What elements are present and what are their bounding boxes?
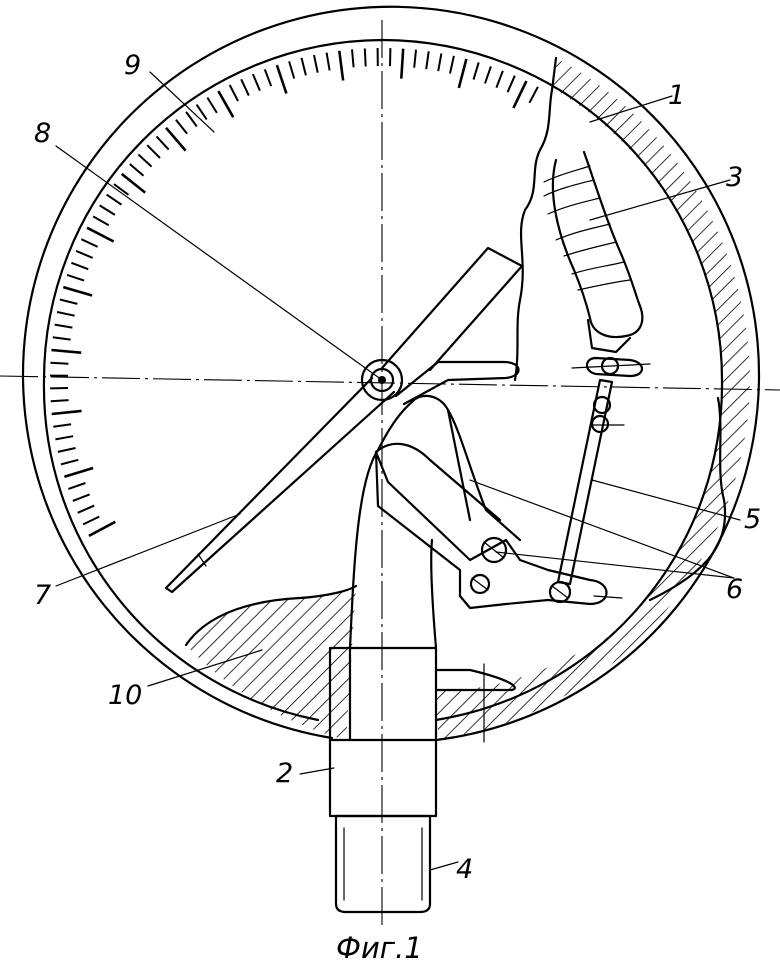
label-7: 7 bbox=[34, 580, 51, 611]
link-rod-5 bbox=[556, 356, 651, 586]
scale-tick bbox=[137, 153, 153, 168]
scale-tick bbox=[528, 86, 539, 104]
scale-tick bbox=[86, 226, 115, 243]
section-10 bbox=[184, 584, 358, 740]
scale-tick bbox=[55, 435, 74, 441]
scale-tick bbox=[240, 78, 250, 97]
label-10: 10 bbox=[108, 680, 142, 711]
scale-tick bbox=[351, 49, 355, 68]
label-1: 1 bbox=[668, 80, 685, 111]
scale-tick bbox=[263, 69, 273, 87]
scale-tick bbox=[275, 64, 288, 94]
scale-tick bbox=[449, 55, 455, 74]
scale-tick bbox=[72, 493, 90, 502]
scale-tick bbox=[175, 119, 188, 135]
scale-tick bbox=[75, 249, 94, 259]
scale-tick bbox=[80, 238, 99, 248]
scale-tick bbox=[66, 273, 85, 282]
scale-tick bbox=[51, 409, 82, 416]
scale-tick bbox=[206, 97, 218, 114]
scale-tick bbox=[54, 323, 73, 329]
scale-tick bbox=[57, 447, 76, 453]
scale-tick bbox=[325, 52, 331, 71]
label-5: 5 bbox=[744, 504, 761, 535]
scale-tick bbox=[472, 62, 480, 80]
scale-tick bbox=[88, 520, 116, 538]
scale-tick bbox=[165, 126, 187, 152]
scale-tick bbox=[251, 73, 261, 92]
scale-tick bbox=[68, 482, 86, 490]
leader-lines bbox=[55, 71, 741, 871]
scale-tick bbox=[217, 90, 235, 118]
scale-tick bbox=[437, 53, 443, 72]
label-6: 6 bbox=[726, 574, 743, 605]
scale-tick bbox=[425, 51, 430, 70]
scale-tick bbox=[495, 70, 504, 88]
scale-tick bbox=[313, 54, 319, 73]
scale-tick bbox=[413, 49, 417, 68]
dial-scale bbox=[49, 47, 539, 538]
scale-tick bbox=[512, 80, 528, 109]
scale-tick bbox=[400, 48, 405, 79]
scale-tick bbox=[146, 144, 161, 159]
scale-tick bbox=[51, 348, 82, 354]
scale-tick bbox=[62, 285, 93, 297]
case-wall-section bbox=[436, 56, 750, 740]
scale-tick bbox=[92, 215, 110, 227]
scale-tick bbox=[457, 58, 468, 89]
hub-bracket bbox=[394, 360, 520, 406]
pointer-needle bbox=[164, 246, 524, 594]
scale-tick bbox=[363, 48, 367, 67]
figure-caption: Фиг.1 bbox=[336, 931, 423, 965]
threaded-end-4 bbox=[334, 814, 432, 914]
scale-tick bbox=[82, 515, 100, 526]
label-2: 2 bbox=[276, 758, 293, 789]
scale-tick bbox=[484, 66, 492, 84]
scale-tick bbox=[300, 57, 307, 76]
scale-tick bbox=[56, 311, 75, 317]
label-3: 3 bbox=[726, 162, 743, 193]
scale-tick bbox=[185, 111, 198, 128]
scale-tick bbox=[506, 75, 516, 93]
scale-tick bbox=[338, 50, 345, 81]
scale-tick bbox=[113, 183, 130, 196]
label-9: 9 bbox=[124, 50, 141, 81]
bourdon-tube-3 bbox=[543, 150, 644, 354]
scale-tick bbox=[195, 104, 208, 121]
scale-tick bbox=[99, 204, 116, 216]
scale-tick bbox=[77, 504, 95, 514]
socket-body bbox=[348, 394, 472, 650]
scale-tick bbox=[53, 423, 72, 428]
scale-tick bbox=[155, 135, 170, 151]
scale-tick bbox=[120, 172, 147, 194]
scale-tick bbox=[60, 458, 79, 466]
scale-tick bbox=[52, 336, 71, 341]
label-8: 8 bbox=[34, 118, 51, 149]
scale-tick bbox=[64, 466, 94, 478]
label-4: 4 bbox=[456, 854, 473, 885]
scale-tick bbox=[129, 163, 145, 177]
case-bottom-section bbox=[434, 630, 620, 743]
scale-tick bbox=[50, 361, 69, 365]
scale-tick bbox=[228, 84, 239, 102]
scale-tick bbox=[106, 193, 123, 206]
scale-tick bbox=[288, 61, 296, 79]
center-axes bbox=[0, 20, 780, 930]
scale-tick bbox=[59, 298, 78, 305]
scale-tick bbox=[71, 261, 89, 271]
scale-tick bbox=[50, 399, 69, 403]
